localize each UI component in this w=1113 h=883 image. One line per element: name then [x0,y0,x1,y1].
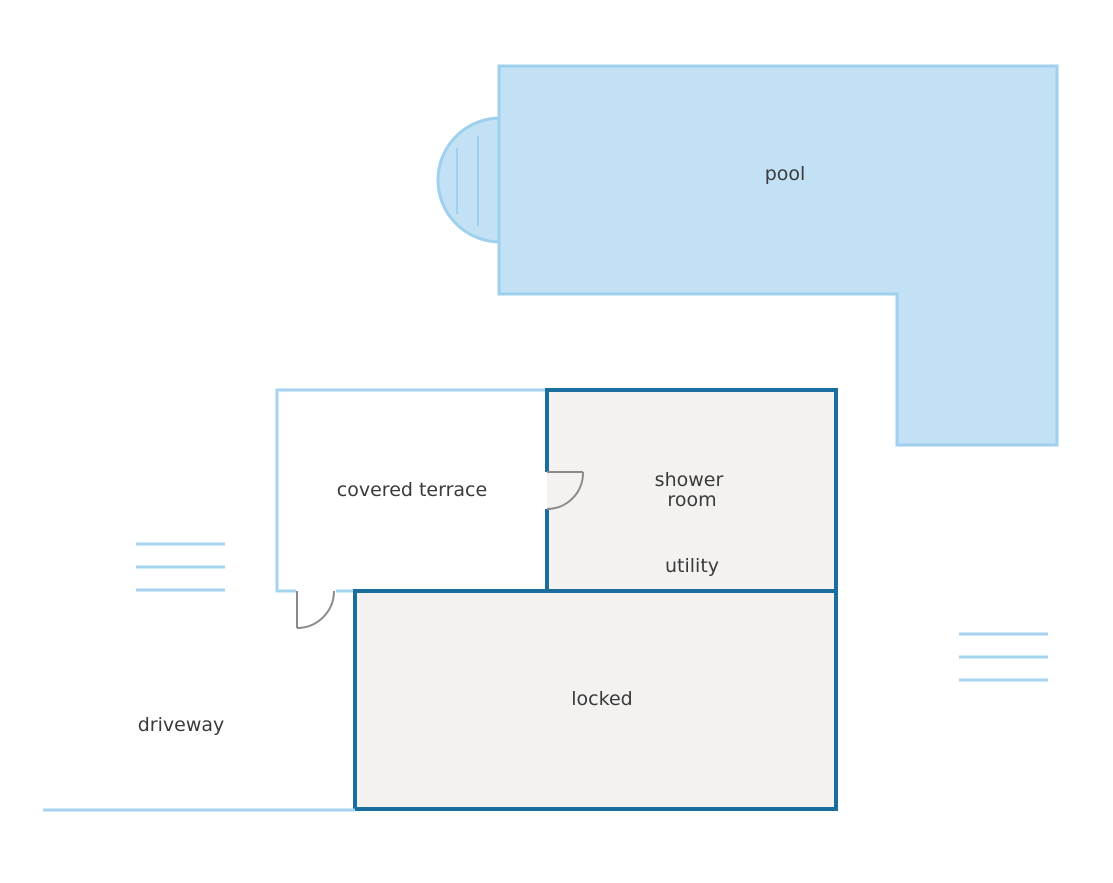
pool-body [497,64,1059,447]
terrace-door-swing [296,590,335,629]
locked-room: locked [353,589,838,811]
shower-room-label: shower room [655,469,730,511]
pool-label: pool [765,163,806,185]
shower-room-label-line2: room [667,489,716,511]
shower-room: shower room utility [545,388,838,591]
shower-room-walls [545,388,838,591]
covered-terrace-label: covered terrace [337,479,487,501]
terrace-door [296,590,335,629]
shower-room-label-line1: shower [655,469,724,491]
right-steps [959,632,1048,682]
terrace-outline [275,388,547,593]
locked-room-box [353,589,838,811]
driveway-label: driveway [138,714,225,736]
pool-step-semicircle [436,116,502,244]
locked-label: locked [571,688,632,710]
shower-door [546,471,585,510]
driveway: driveway [43,714,355,812]
covered-terrace: covered terrace [275,388,547,593]
shower-door-swing [546,471,585,510]
pool-area: pool [436,64,1059,447]
utility-label: utility [665,555,719,577]
shower-room-fill [547,390,836,591]
left-steps [136,542,225,592]
